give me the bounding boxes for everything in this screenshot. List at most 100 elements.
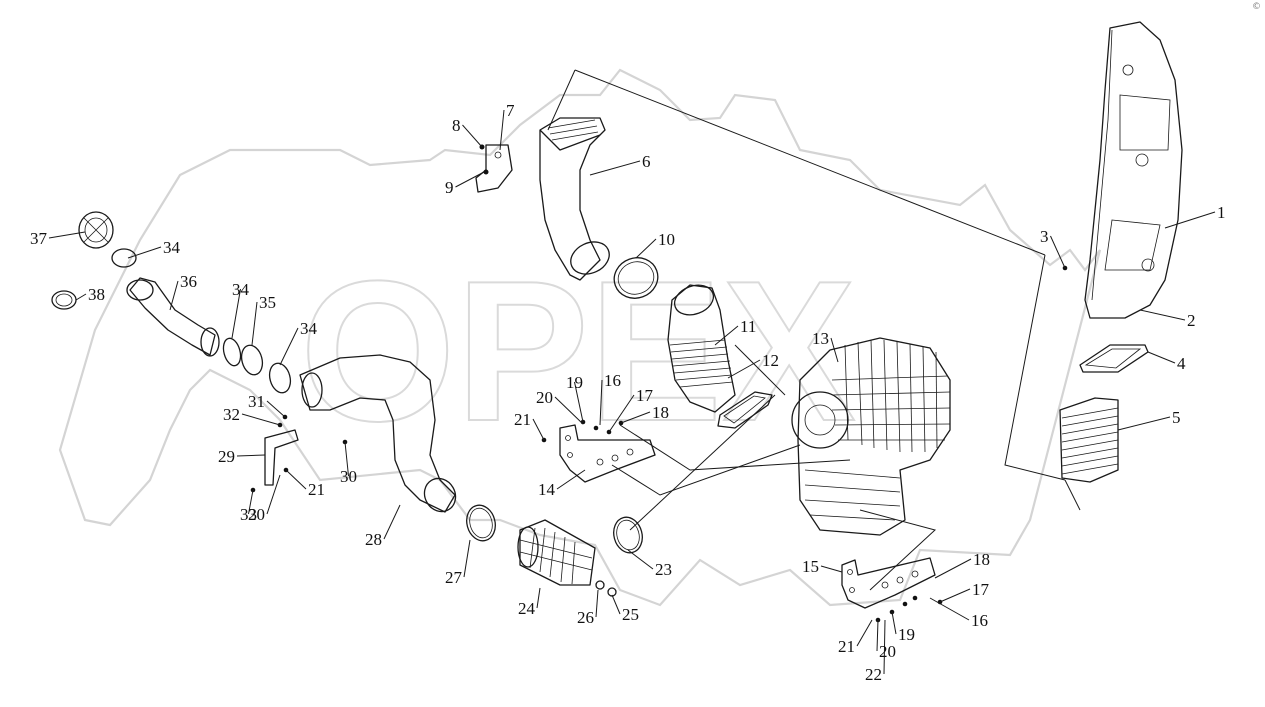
leader-line xyxy=(934,558,972,579)
leader-line xyxy=(1117,416,1171,431)
leader-line xyxy=(383,504,401,540)
bellows-part xyxy=(1059,397,1119,483)
callout-19-a: 19 xyxy=(566,373,583,392)
callout-6: 6 xyxy=(642,152,651,171)
leader-line xyxy=(589,160,641,176)
clamp-34-35-parts xyxy=(111,248,292,394)
leader-line xyxy=(554,396,584,425)
corner-mark: © xyxy=(1252,2,1261,12)
leader-line xyxy=(856,619,873,647)
callout-2: 2 xyxy=(1187,311,1196,330)
bracket-15-part xyxy=(841,557,936,609)
callout-21-a: 21 xyxy=(514,410,531,429)
leader-line xyxy=(727,359,761,379)
callout-27: 27 xyxy=(445,568,463,587)
gasket-12-part xyxy=(717,391,773,429)
leader-line xyxy=(883,619,886,675)
opex-watermark: OPEX xyxy=(58,68,1102,607)
leader-line xyxy=(285,469,307,490)
clamp-27-part xyxy=(466,504,496,542)
leader-line xyxy=(611,594,621,615)
callout-16-a: 16 xyxy=(604,371,621,390)
leader-line xyxy=(499,109,505,151)
gasket-part xyxy=(1079,344,1149,373)
leader-lines xyxy=(48,109,1216,675)
callout-24: 24 xyxy=(518,599,536,618)
leader-line xyxy=(820,565,843,573)
callout-7: 7 xyxy=(506,101,515,120)
leader-line xyxy=(266,474,281,515)
leader-line xyxy=(75,293,87,301)
callout-32: 32 xyxy=(223,405,240,424)
leader-line xyxy=(627,549,654,570)
leader-line xyxy=(891,611,897,635)
callout-26: 26 xyxy=(577,608,594,627)
leader-line xyxy=(574,381,584,423)
callout-19-b: 19 xyxy=(898,625,915,644)
callout-1: 1 xyxy=(1217,203,1226,222)
leader-line xyxy=(830,337,839,363)
callout-22: 22 xyxy=(865,665,882,684)
callout-11: 11 xyxy=(740,317,756,336)
leader-line xyxy=(241,413,281,426)
leader-line xyxy=(48,231,86,239)
callout-12: 12 xyxy=(762,351,779,370)
callout-33: 33 xyxy=(240,505,257,524)
callout-20-c: 20 xyxy=(248,505,265,524)
leader-line xyxy=(532,418,545,441)
elbow-11-part xyxy=(667,284,736,413)
leader-line xyxy=(463,539,471,578)
callout-14: 14 xyxy=(538,480,556,499)
watermark-text: OPEX xyxy=(300,240,856,463)
callout-35: 35 xyxy=(259,293,276,312)
leader-line xyxy=(231,288,241,339)
air-filter-13-part xyxy=(791,337,951,536)
callout-17-a: 17 xyxy=(636,386,654,405)
leader-line xyxy=(929,597,970,621)
leader-line xyxy=(1050,235,1066,269)
callout-31: 31 xyxy=(248,392,265,411)
callout-29: 29 xyxy=(218,447,235,466)
leader-line xyxy=(455,171,485,188)
leader-line xyxy=(876,619,879,652)
callout-18-b: 18 xyxy=(973,550,990,569)
callout-5: 5 xyxy=(1172,408,1181,427)
leader-line xyxy=(266,400,286,418)
leader-line xyxy=(344,441,349,477)
callout-28: 28 xyxy=(365,530,382,549)
callout-37: 37 xyxy=(30,229,48,248)
leader-line xyxy=(608,394,635,433)
callout-10: 10 xyxy=(658,230,675,249)
leader-line xyxy=(279,327,299,366)
clamp-23-part xyxy=(613,516,643,554)
ring-38-part xyxy=(51,290,77,310)
leader-line xyxy=(236,454,266,457)
callout-23: 23 xyxy=(655,560,672,579)
callout-34-c: 34 xyxy=(300,319,318,338)
callout-16-b: 16 xyxy=(971,611,988,630)
leader-line xyxy=(939,588,971,603)
leader-line xyxy=(248,489,254,515)
callout-9: 9 xyxy=(445,178,454,197)
leader-line xyxy=(169,280,179,311)
pipe-36-part xyxy=(126,277,220,357)
leader-line xyxy=(1147,351,1176,364)
callout-21-b: 21 xyxy=(838,637,855,656)
leader-line xyxy=(462,124,483,148)
leader-line xyxy=(127,246,162,259)
leader-line xyxy=(599,379,603,426)
leader-line xyxy=(1139,309,1186,321)
leader-line xyxy=(595,589,599,618)
callout-25: 25 xyxy=(622,605,639,624)
clamp-10-part xyxy=(613,257,659,299)
callout-18-a: 18 xyxy=(652,403,669,422)
intake-duct-part xyxy=(539,117,610,281)
callout-8: 8 xyxy=(452,116,461,135)
callout-34-b: 34 xyxy=(163,238,181,257)
callout-4: 4 xyxy=(1177,354,1186,373)
callout-17-b: 17 xyxy=(972,580,990,599)
cage-tube-24-part xyxy=(517,519,596,586)
callout-38: 38 xyxy=(88,285,105,304)
